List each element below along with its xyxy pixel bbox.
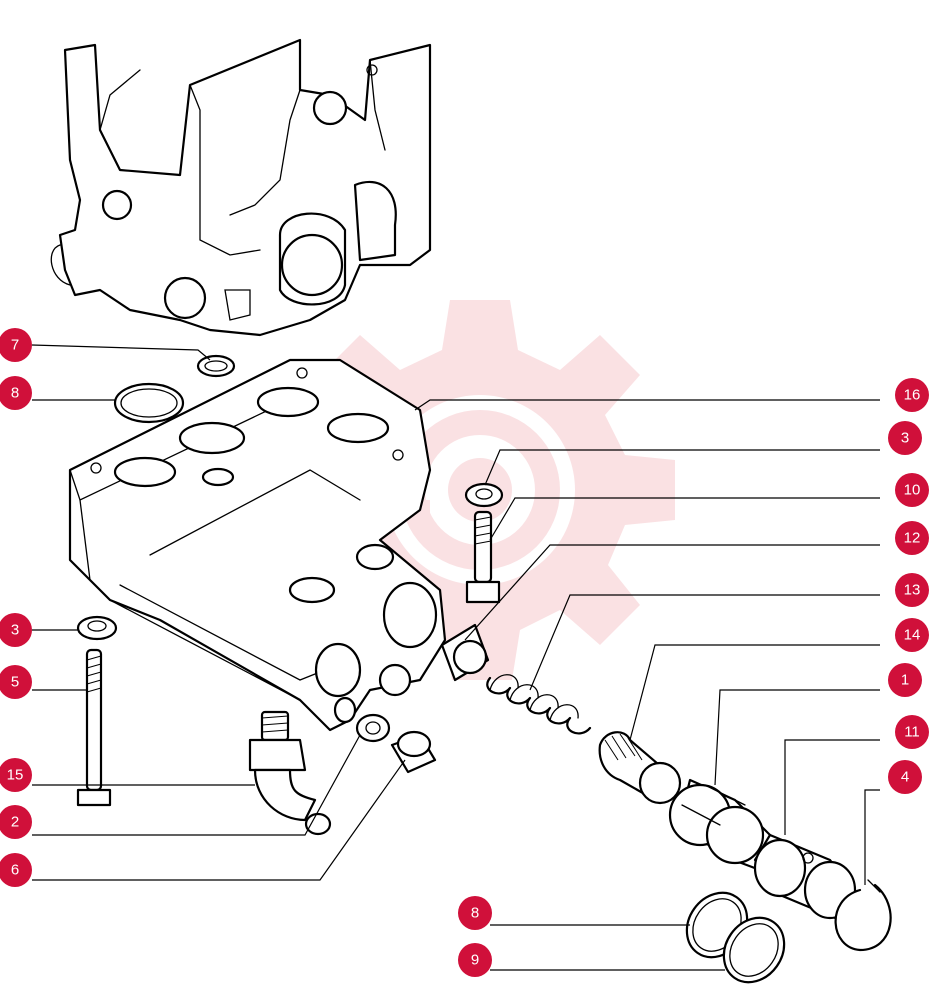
- washer-3-left: [76, 615, 118, 641]
- callout-12: 12: [895, 521, 929, 555]
- svg-text:6: 6: [11, 862, 19, 879]
- svg-text:5: 5: [11, 674, 19, 691]
- elbow-fitting-15: [248, 710, 332, 836]
- callout-1: 1: [888, 663, 922, 697]
- callout-7: 7: [0, 328, 32, 362]
- spring-spool-14: [598, 731, 682, 805]
- callout-15: 15: [0, 758, 32, 792]
- bolt-5: [76, 648, 112, 807]
- upper-housing-drawing: [50, 38, 432, 337]
- sleeve-1: [668, 778, 777, 872]
- svg-text:12: 12: [904, 530, 921, 547]
- washer-3-right: [464, 482, 504, 508]
- callout-10: 10: [895, 473, 929, 507]
- svg-text:7: 7: [11, 337, 19, 354]
- svg-text:3: 3: [901, 430, 909, 447]
- svg-text:14: 14: [904, 627, 921, 644]
- svg-text:1: 1: [901, 672, 909, 689]
- callout-13: 13: [895, 573, 929, 607]
- svg-text:8: 8: [471, 905, 479, 922]
- valve-block-16: [68, 358, 447, 732]
- svg-text:3: 3: [11, 622, 19, 639]
- o-ring-7: [196, 354, 236, 378]
- callout-3-left: 3: [0, 613, 32, 647]
- washer-near-plug: [355, 713, 391, 743]
- callout-3-right: 3: [888, 421, 922, 455]
- svg-text:2: 2: [11, 814, 19, 831]
- svg-text:4: 4: [901, 769, 909, 786]
- circlip-4: [834, 879, 892, 952]
- callout-16: 16: [895, 378, 929, 412]
- svg-text:11: 11: [904, 724, 920, 741]
- svg-text:13: 13: [904, 582, 921, 599]
- callout-11: 11: [895, 715, 929, 749]
- leader-lines: [31, 344, 880, 971]
- callout-4: 4: [888, 760, 922, 794]
- plug-6: [390, 730, 437, 774]
- callout-6: 6: [0, 853, 32, 887]
- cap-12: [440, 623, 490, 682]
- svg-text:15: 15: [7, 767, 24, 784]
- spring-13: [486, 674, 592, 735]
- bolt-10: [465, 510, 501, 604]
- svg-text:9: 9: [471, 952, 479, 969]
- callout-5: 5: [0, 665, 32, 699]
- svg-text:10: 10: [904, 482, 921, 499]
- callout-2: 2: [0, 805, 32, 839]
- callout-14: 14: [895, 618, 929, 652]
- callout-8-upper: 8: [0, 376, 32, 410]
- o-ring-8-upper: [113, 382, 185, 424]
- o-ring-9: [722, 916, 786, 984]
- callout-8-lower: 8: [458, 896, 492, 930]
- callout-9: 9: [458, 943, 492, 977]
- svg-text:8: 8: [11, 385, 19, 402]
- svg-text:16: 16: [904, 387, 921, 404]
